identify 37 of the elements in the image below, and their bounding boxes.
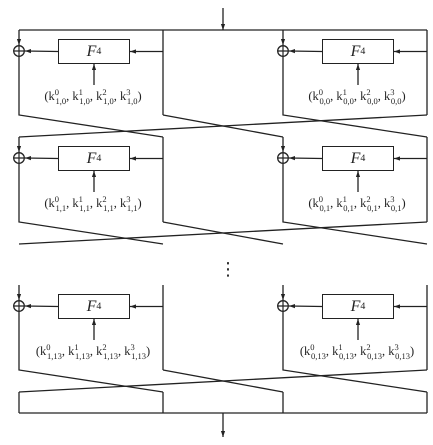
key-label: (k$^{0}$$_{0,1}$, k$^{1}$$_{0,1}$, k$^{2}$$_{0,1}$, k$^{3}$$_{0,1}$): [294, 192, 420, 214]
xor-symbol: [13, 152, 25, 164]
xor-symbol: [13, 300, 25, 312]
arrow: [16, 285, 22, 300]
key-label: (k$^{0}$$_{1,13}$, k$^{1}$$_{1,13}$, k$^{2}$$_{1,13}$, k$^{3}$$_{1,13}$): [30, 340, 156, 362]
arrow: [130, 304, 163, 309]
arrow: [280, 30, 286, 45]
key-label: (k$^{0}$$_{1,1}$, k$^{1}$$_{1,1}$, k$^{2}$$_{1,1}$, k$^{3}$$_{1,1}$): [30, 192, 156, 214]
arrow: [356, 171, 360, 192]
xor-symbol: [277, 152, 289, 164]
arrow: [130, 49, 163, 54]
arrow: [356, 64, 360, 85]
arrow: [289, 49, 322, 54]
arrow: [289, 156, 322, 160]
arrow: [280, 137, 286, 152]
arrow: [130, 156, 163, 161]
arrow: [280, 285, 286, 300]
arrow: [356, 319, 360, 340]
arrow: [92, 64, 96, 85]
xor-symbol: [277, 45, 289, 57]
arrow: [289, 304, 322, 308]
arrow: [92, 171, 96, 192]
xor-symbol: [13, 45, 25, 57]
arrow: [16, 30, 22, 45]
arrow: [394, 49, 427, 54]
key-label: (k$^{0}$$_{0,0}$, k$^{1}$$_{0,0}$, k$^{2}$$_{0,0}$, k$^{3}$$_{0,0}$): [294, 85, 420, 107]
key-label: (k$^{0}$$_{0,13}$, k$^{1}$$_{0,13}$, k$^{2}$$_{0,13}$, k$^{3}$$_{0,13}$): [294, 340, 420, 362]
key-label: (k$^{0}$$_{1,0}$, k$^{1}$$_{1,0}$, k$^{2}$$_{1,0}$, k$^{3}$$_{1,0}$): [30, 85, 156, 107]
arrow: [25, 49, 58, 54]
arrow: [394, 156, 427, 161]
ellipsis: ⋮: [219, 261, 237, 279]
arrow: [16, 137, 22, 152]
arrow: [25, 304, 58, 308]
xor-symbol: [277, 300, 289, 312]
arrow: [25, 156, 58, 160]
arrow: [394, 304, 427, 309]
arrow: [92, 319, 96, 340]
